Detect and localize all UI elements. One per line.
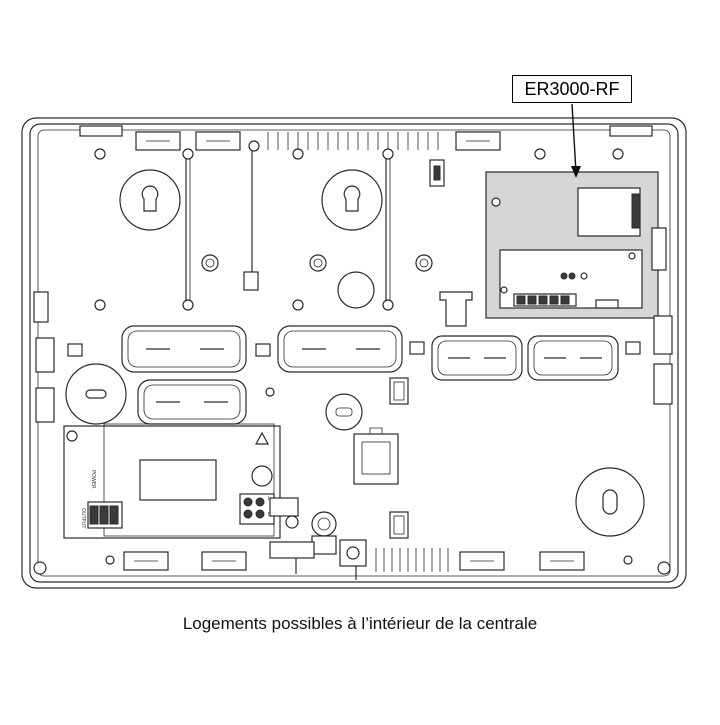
module-bracket xyxy=(439,291,473,327)
tamper-switch xyxy=(429,159,445,187)
er3000-rf-module xyxy=(485,171,667,319)
cable-entry xyxy=(337,271,375,309)
figure-caption: Logements possibles à l’intérieur de la … xyxy=(182,614,538,633)
guide-rods xyxy=(185,148,391,305)
output-label: OUTPUT xyxy=(80,508,86,529)
top-tabs xyxy=(79,125,653,151)
power-label: POWER xyxy=(90,470,96,489)
right-knockout xyxy=(575,467,645,537)
top-vent-fins xyxy=(267,132,439,150)
screw-holes xyxy=(33,140,671,575)
power-supply-board: POWER OUTPUT L N xyxy=(63,423,299,539)
bottom-assembly xyxy=(269,539,367,580)
battery-holder xyxy=(353,427,399,485)
round-knob xyxy=(325,393,363,431)
cable-slots xyxy=(67,325,641,425)
callout-arrow xyxy=(571,103,581,178)
small-rect-parts xyxy=(389,377,409,539)
bottom-vent-fins xyxy=(375,548,449,572)
bottom-tabs xyxy=(123,551,585,571)
keyhole-mounts xyxy=(119,169,383,231)
left-knockout xyxy=(65,363,127,425)
er3000-rf-callout-label: ER3000-RF xyxy=(512,75,632,103)
right-side-clips xyxy=(653,315,673,405)
bottom-knob xyxy=(311,511,337,555)
left-side-clips xyxy=(33,291,55,423)
